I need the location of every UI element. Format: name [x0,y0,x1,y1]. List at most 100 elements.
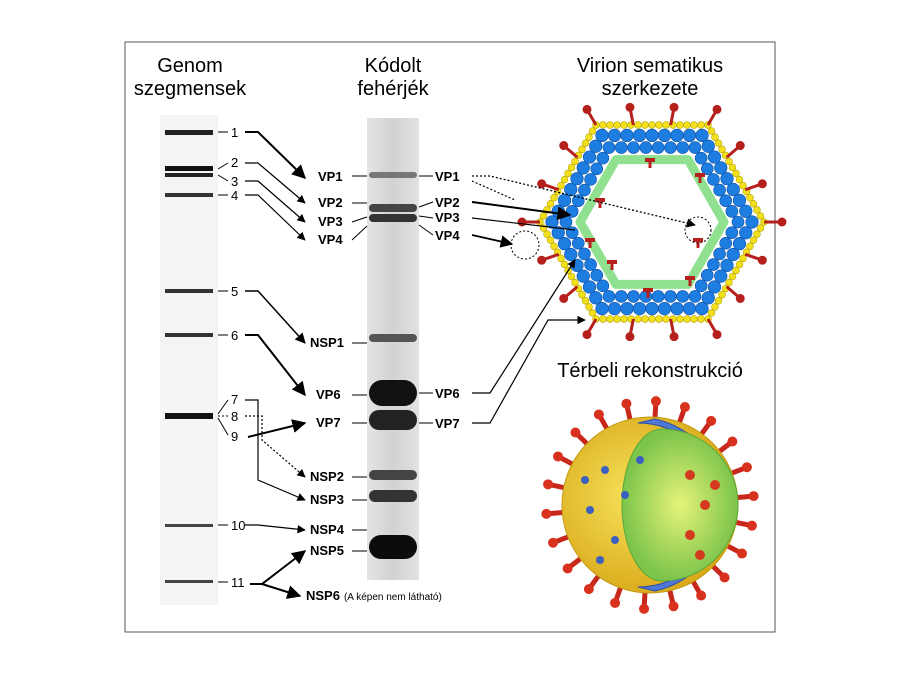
outer-shell-dot [726,158,733,165]
outer-shell-dot [614,316,621,323]
capsomer [714,162,727,175]
recon-surface-patch [611,536,619,544]
gel-band [165,166,213,171]
outer-shell-dot [607,122,614,129]
capsomer [640,142,652,154]
capsomer [596,302,609,315]
outer-shell-dot [715,297,722,304]
gel-band [369,490,417,502]
capsomer [596,129,609,142]
gel-band [369,535,417,559]
capsomer [633,302,646,315]
spike-head [583,330,592,339]
spike-head [518,218,527,227]
outer-shell-dot [708,310,715,317]
protein-gel-lane [367,118,419,580]
capsomer [707,259,719,271]
outer-shell-dot [729,273,736,280]
capsomer [739,205,752,218]
outer-shell-dot [754,206,761,213]
gel-band [165,173,213,177]
recon-surface-patch [621,491,629,499]
recon-surface-patch [601,466,609,474]
recon-spike-head [680,402,690,412]
capsomer [721,259,734,272]
gel-band [165,580,213,583]
capsomer [677,142,689,154]
protein-label: VP2 [318,195,343,210]
capsomer [677,290,689,302]
recon-spike-head [553,451,563,461]
outer-shell-dot [544,231,551,238]
capsomer [564,248,577,261]
capsomer [578,184,590,196]
outer-shell-dot [568,164,575,171]
segment-to-protein-arrows [245,132,305,596]
spike-head [758,256,767,265]
capsomer [571,259,584,272]
capsomer [720,237,732,249]
genome-header-line1: Genom [130,55,250,78]
recon-spike-head [706,416,716,426]
spike-head [625,332,634,341]
recon-spike-head [584,584,594,594]
virion-schematic [511,103,787,341]
protein-label: NSP4 [310,522,345,537]
recon-inner-dot [685,470,695,480]
vp1-marker-stem [697,240,700,248]
outer-shell-dot [540,213,547,220]
outer-shell-dot [614,122,621,129]
genome-gel-lane [160,115,218,605]
gel-band [369,470,417,480]
outer-shell-dot [698,122,705,129]
protein-label: NSP6(A képen nem látható) [306,588,442,603]
capsomer [558,237,571,250]
outer-shell-dot [757,213,764,220]
outer-shell-dot [691,316,698,323]
capsomer [664,142,676,154]
virion-protein-label: VP1 [435,169,460,184]
outer-shell-dot [691,122,698,129]
gel-band [369,410,417,430]
outer-shell-dot [607,316,614,323]
recon-spike-head [742,462,752,472]
recon-spike-head [543,479,553,489]
gel-band [369,204,417,212]
spike-head [758,179,767,188]
capsomer [589,140,602,153]
outer-shell-dot [719,146,726,153]
outer-shell-dot [712,303,719,310]
outer-shell-dot [586,134,593,141]
outer-shell-dot [582,297,589,304]
outer-shell-dot [635,316,642,323]
outer-shell-dot [750,200,757,207]
capsomer [720,195,732,207]
capsomer [696,129,709,142]
protein-label: NSP3 [310,492,344,507]
capsomer [658,129,671,142]
outer-shell-dot [684,122,691,129]
capsomer [695,280,707,292]
recon-surface-patch [636,456,644,464]
outer-shell-dot [684,316,691,323]
vp1-marker-stem [611,262,614,270]
outer-shell-dot [642,316,649,323]
segment-label: 9 [231,429,238,444]
recon-surface-patch [596,556,604,564]
capsomer [560,216,572,228]
proteins-header-line2: fehérjék [333,78,453,101]
recon-spike-head [669,601,679,611]
capsomer [714,270,727,283]
protein-label: VP6 [316,387,341,402]
gel-band [369,380,417,406]
capsomer [671,129,684,142]
capsomer [597,280,609,292]
recon-inner-dot [685,530,695,540]
capsomer [646,302,659,315]
spike-head [559,141,568,150]
gel-band [165,524,213,527]
segment-label: 5 [231,284,238,299]
reconstruction-3d [541,396,758,614]
spike-head [537,256,546,265]
recon-inner-dot [695,550,705,560]
